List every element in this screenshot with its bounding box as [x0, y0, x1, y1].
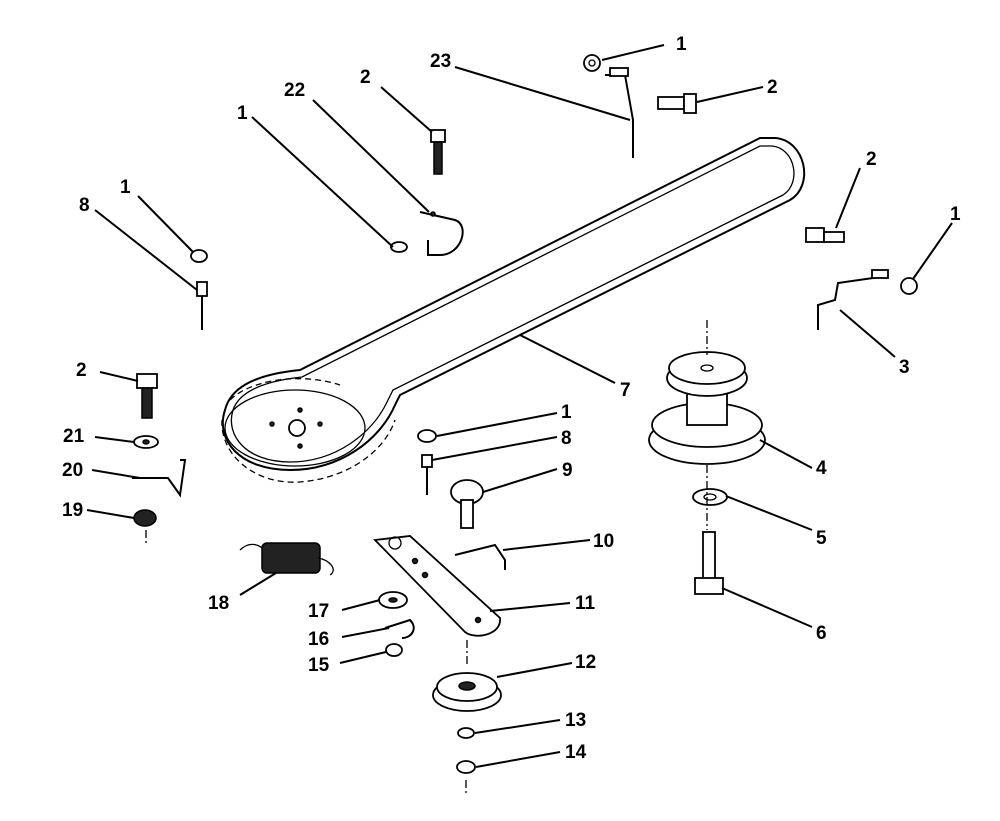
stud-8-left [196, 281, 208, 330]
callout-8: 8 [561, 428, 572, 449]
washer-17 [378, 591, 408, 609]
bolt-vertical-22 [430, 129, 446, 175]
callout-10: 10 [593, 531, 614, 552]
callout-13: 13 [565, 710, 586, 731]
callout-4: 4 [816, 458, 827, 479]
nut-left [190, 249, 208, 263]
idler-arm-11 [373, 535, 501, 637]
callout-1: 1 [561, 402, 572, 423]
callout-20: 20 [62, 460, 83, 481]
bolt-top-right [657, 93, 697, 114]
callout-2: 2 [767, 77, 778, 98]
callout-1: 1 [676, 34, 687, 55]
callout-19: 19 [62, 500, 83, 521]
washer-21 [133, 435, 159, 449]
nut-mid-left [390, 241, 408, 253]
callout-7: 7 [620, 380, 631, 401]
callout-17: 17 [308, 601, 329, 622]
callout-8: 8 [79, 195, 90, 216]
leader-lines [86, 44, 953, 768]
callout-14: 14 [565, 742, 587, 763]
stud-8-center [421, 454, 433, 495]
nut-center [417, 429, 437, 443]
callout-16: 16 [308, 629, 329, 650]
bolt-right-2 [805, 227, 845, 243]
callout-12: 12 [575, 652, 596, 673]
bracket-20 [132, 459, 187, 498]
clip-16 [384, 618, 415, 639]
washer-5 [692, 488, 728, 506]
nut-19 [133, 509, 157, 527]
callout-2: 2 [360, 67, 371, 88]
washer-13 [457, 727, 475, 739]
bracket-10 [454, 543, 506, 570]
callout-2: 2 [866, 149, 877, 170]
callout-18: 18 [208, 593, 229, 614]
callouts: 1 23 2 2 22 1 1 8 2 1 3 7 2 21 20 19 1 8… [62, 34, 961, 763]
nut-top [583, 54, 601, 72]
callout-15: 15 [308, 655, 330, 676]
callout-1: 1 [950, 204, 961, 225]
nut-14 [456, 760, 476, 774]
spring-18 [239, 542, 334, 576]
carriage-bolt-9 [450, 479, 484, 529]
callout-1: 1 [120, 177, 131, 198]
callout-22: 22 [284, 80, 305, 101]
rod-3 [817, 269, 889, 330]
nut-15 [385, 643, 403, 657]
callout-21: 21 [63, 426, 85, 447]
rod-23 [605, 67, 634, 158]
double-pulley [648, 351, 766, 465]
callout-6: 6 [816, 623, 827, 644]
idler-pulley-12 [432, 672, 502, 712]
callout-1: 1 [237, 103, 248, 124]
engine-pulley [224, 389, 366, 467]
bolt-2-left [136, 373, 158, 419]
callout-5: 5 [816, 528, 827, 549]
nut-right [900, 277, 918, 295]
bolt-6 [694, 531, 724, 595]
callout-9: 9 [562, 460, 573, 481]
callout-23: 23 [430, 51, 451, 72]
callout-3: 3 [899, 357, 910, 378]
drive-belt [221, 137, 806, 483]
callout-2: 2 [76, 360, 87, 381]
callout-11: 11 [575, 593, 596, 614]
bracket-22 [419, 211, 464, 256]
center-lines [145, 320, 708, 795]
